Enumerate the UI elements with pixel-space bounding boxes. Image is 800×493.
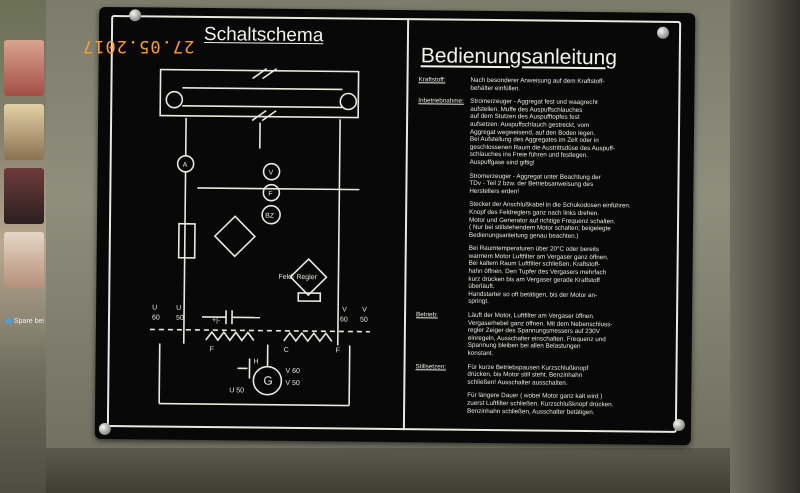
- gen-v50-label: V 50: [285, 380, 300, 387]
- u-label-left: U: [152, 304, 157, 311]
- instructions-block: Kraftstoff:Nach besonderer Anweisung auf…: [415, 76, 681, 423]
- bottom-wall: [46, 448, 730, 493]
- date-stamp: 27.05.2017: [82, 36, 195, 56]
- thumbnail: [4, 40, 44, 96]
- field-coil-right: [283, 331, 333, 343]
- field-right-label: F: [336, 347, 340, 354]
- capacitor-label: +|-: [212, 317, 221, 324]
- wiring-schematic: A V F BZ U 60 U 50 V 60 V 50 Feld- Regle…: [149, 67, 370, 407]
- instruction-row: Stecker der Anschlußkabel in die Schukod…: [468, 201, 631, 240]
- socket-right-icon: [339, 92, 358, 111]
- rectifier-right-icon: [289, 257, 328, 297]
- screw-icon: [129, 9, 142, 22]
- sidebar-label: Spare bei: [6, 318, 44, 325]
- voltmeter-icon: [262, 162, 281, 181]
- u50-label: 50: [176, 315, 184, 322]
- generator-label: G: [263, 374, 272, 388]
- frequency-label: F: [268, 191, 272, 198]
- u60-label: 60: [152, 314, 160, 321]
- v-label-right: V: [362, 307, 367, 314]
- ammeter-label: A: [183, 162, 188, 169]
- v-label-left: V: [342, 306, 347, 313]
- voltmeter-label: V: [269, 170, 274, 177]
- schematic-title: Schaltschema: [203, 23, 324, 47]
- thumbnail: [4, 232, 44, 288]
- instruction-row: Bei Raumtemperaturen über 20°C oder bere…: [468, 245, 609, 306]
- transformer-icon: [177, 222, 196, 259]
- frequency-meter-icon: [262, 183, 281, 202]
- gen-u50-label: U 50: [229, 387, 244, 394]
- instruction-row: Stillsetzen:Für kurze Betriebspausen Kur…: [415, 362, 589, 387]
- rectifier-left-icon: [213, 215, 257, 258]
- instruction-row: Für längere Dauer ( wobei Motor ganz kal…: [467, 392, 614, 416]
- instruction-row: Inbetriebnahme:Stromerzeuger - Aggregat …: [418, 97, 616, 167]
- instruction-row: Stromerzeuger - Aggregat unter Beachtung…: [469, 172, 601, 196]
- field-coil-left: [205, 330, 255, 342]
- bus-frame: [159, 68, 360, 119]
- regulator-resistor: [297, 292, 322, 303]
- instruction-row: Kraftstoff:Nach besonderer Anweisung auf…: [418, 76, 605, 92]
- c-label: C: [284, 347, 289, 354]
- v60-label: 60: [340, 316, 348, 323]
- socket-left-icon: [165, 90, 184, 109]
- left-thumbnail-strip: Spare bei: [0, 0, 46, 493]
- feld-regler-label: Feld- Regler: [278, 274, 317, 281]
- instructions-title: Bedienungsanleitung: [420, 44, 618, 70]
- counter-label: BZ: [265, 213, 275, 220]
- thumbnail: [4, 104, 44, 160]
- dot-icon: [6, 318, 12, 325]
- instruction-plate: Schaltschema Bedienungsanleitung: [94, 6, 696, 446]
- thumbnail: [4, 168, 44, 224]
- v50-label: 50: [360, 317, 368, 324]
- right-edge: [730, 0, 800, 493]
- h-label: H: [254, 359, 259, 366]
- u-label-right: U: [176, 305, 181, 312]
- instruction-row: Betrieb:Läuft der Motor, Luftfilter am V…: [416, 311, 613, 358]
- gen-v60-label: V 60: [285, 368, 300, 375]
- field-left-label: F: [210, 346, 214, 353]
- screw-icon: [656, 26, 670, 39]
- hour-counter-icon: [261, 204, 281, 225]
